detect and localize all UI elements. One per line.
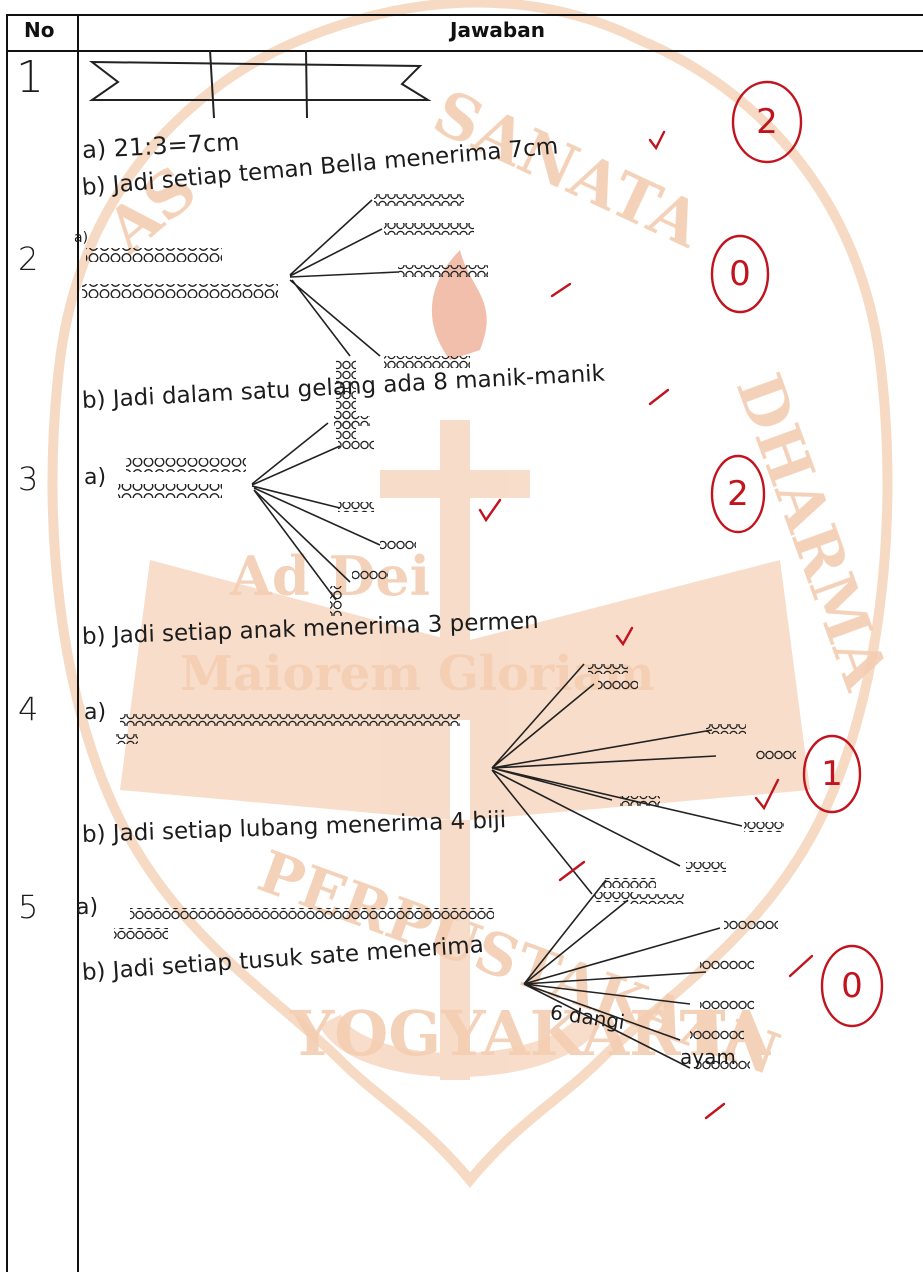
score-q5: 0 (822, 946, 882, 1026)
score-q1: 2 (733, 82, 801, 162)
score-q3: 2 (712, 456, 764, 532)
score-circles (712, 82, 882, 1026)
bead-strings-q3 (118, 416, 416, 616)
bead-strings-q4 (116, 664, 796, 902)
bead-strings-q2 (82, 194, 488, 440)
score-q4: 1 (804, 736, 860, 812)
ribbon-drawing (92, 50, 428, 118)
bead-strings-q5 (114, 878, 778, 1070)
score-q2: 0 (712, 236, 768, 312)
